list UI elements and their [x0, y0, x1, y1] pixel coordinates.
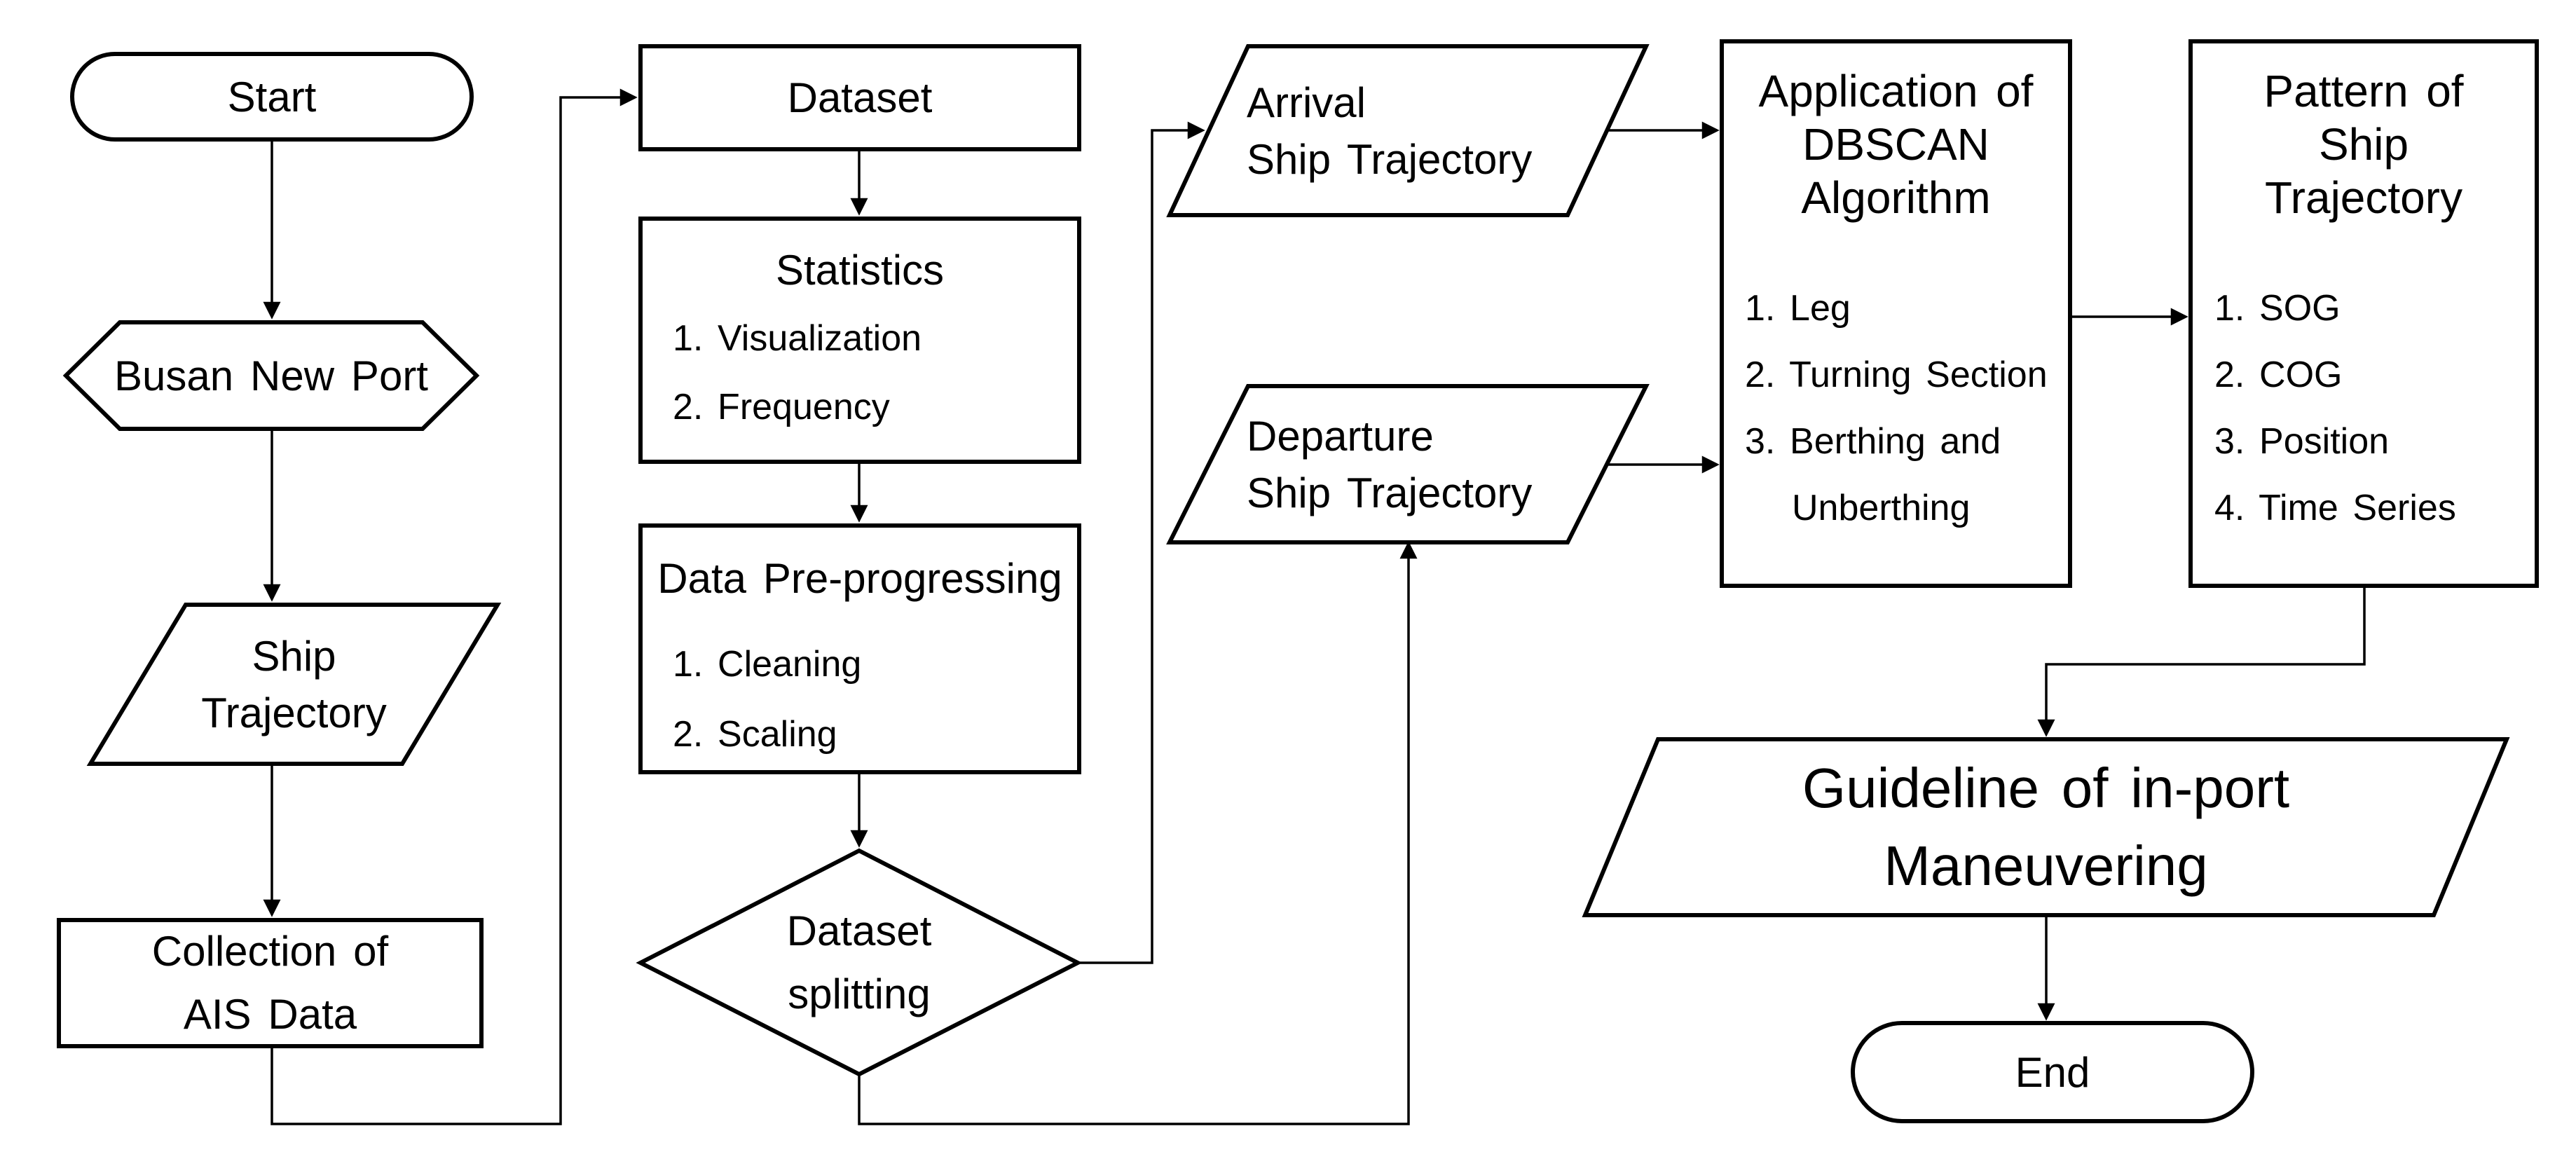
departure-ship-trajectory-shape: [1166, 384, 1650, 544]
preprocessing-item: 2. Scaling: [673, 713, 837, 755]
busan-new-port-label: Busan New Port: [114, 352, 428, 399]
end-shape: [1851, 1021, 2254, 1123]
edge-dataset-splitting-to-arrival: [1078, 121, 1205, 964]
dataset-splitting-label: Dataset splitting: [786, 907, 932, 1017]
dataset-splitting-shape: [636, 848, 1083, 1077]
guideline-shape: [1582, 737, 2510, 917]
statistics-item: 1. Visualization: [673, 317, 922, 359]
start-shape: [70, 52, 474, 142]
dbscan-item: 3. Berthing and: [1745, 420, 2001, 462]
pattern-item: 3. Position: [2214, 420, 2390, 462]
arrival-ship-trajectory-shape: [1166, 44, 1650, 217]
preprocessing-item: 1. Cleaning: [673, 643, 862, 685]
statistics-title: Statistics: [775, 246, 945, 294]
preprocessing-shape: [638, 523, 1081, 774]
collection-ais-label: Collection of AIS Data: [151, 928, 389, 1038]
statistics-shape: [638, 217, 1081, 464]
dbscan-shape: [1720, 39, 2072, 588]
dataset-label: Dataset: [787, 74, 933, 121]
collection-ais-shape: [57, 918, 484, 1048]
statistics-item: 2. Frequency: [673, 386, 890, 427]
end-label: End: [2015, 1048, 2090, 1096]
preprocessing-title: Data Pre-progressing: [657, 554, 1062, 602]
edge-collection-ais-to-dataset: [270, 88, 638, 1125]
busan-new-port-shape: [62, 320, 480, 431]
pattern-item: 2. COG: [2214, 354, 2343, 395]
guideline-label: Guideline of in-port Maneuvering: [1802, 757, 2290, 897]
pattern-item: 1. SOG: [2214, 287, 2341, 329]
arrival-ship-trajectory-label: Arrival Ship Trajectory: [1247, 78, 1533, 183]
start-label: Start: [227, 73, 317, 121]
edge-dataset-splitting-to-departure: [858, 541, 1418, 1125]
dbscan-item: 1. Leg: [1745, 287, 1851, 329]
pattern-shape: [2188, 39, 2539, 588]
dbscan-item: 2. Turning Section: [1745, 354, 2048, 395]
dataset-shape: [638, 44, 1081, 151]
dbscan-title: Application of DBSCAN Algorithm: [1758, 66, 2034, 223]
departure-ship-trajectory-label: Departure Ship Trajectory: [1247, 412, 1533, 516]
edge-pattern-to-guideline: [2037, 586, 2366, 737]
ship-trajectory-shape: [86, 603, 502, 766]
pattern-item: 4. Time Series: [2214, 487, 2456, 528]
ship-trajectory-label: Ship Trajectory: [201, 632, 387, 736]
dbscan-item: Unberthing: [1792, 487, 1971, 528]
pattern-title: Pattern of Ship Trajectory: [2263, 66, 2464, 223]
